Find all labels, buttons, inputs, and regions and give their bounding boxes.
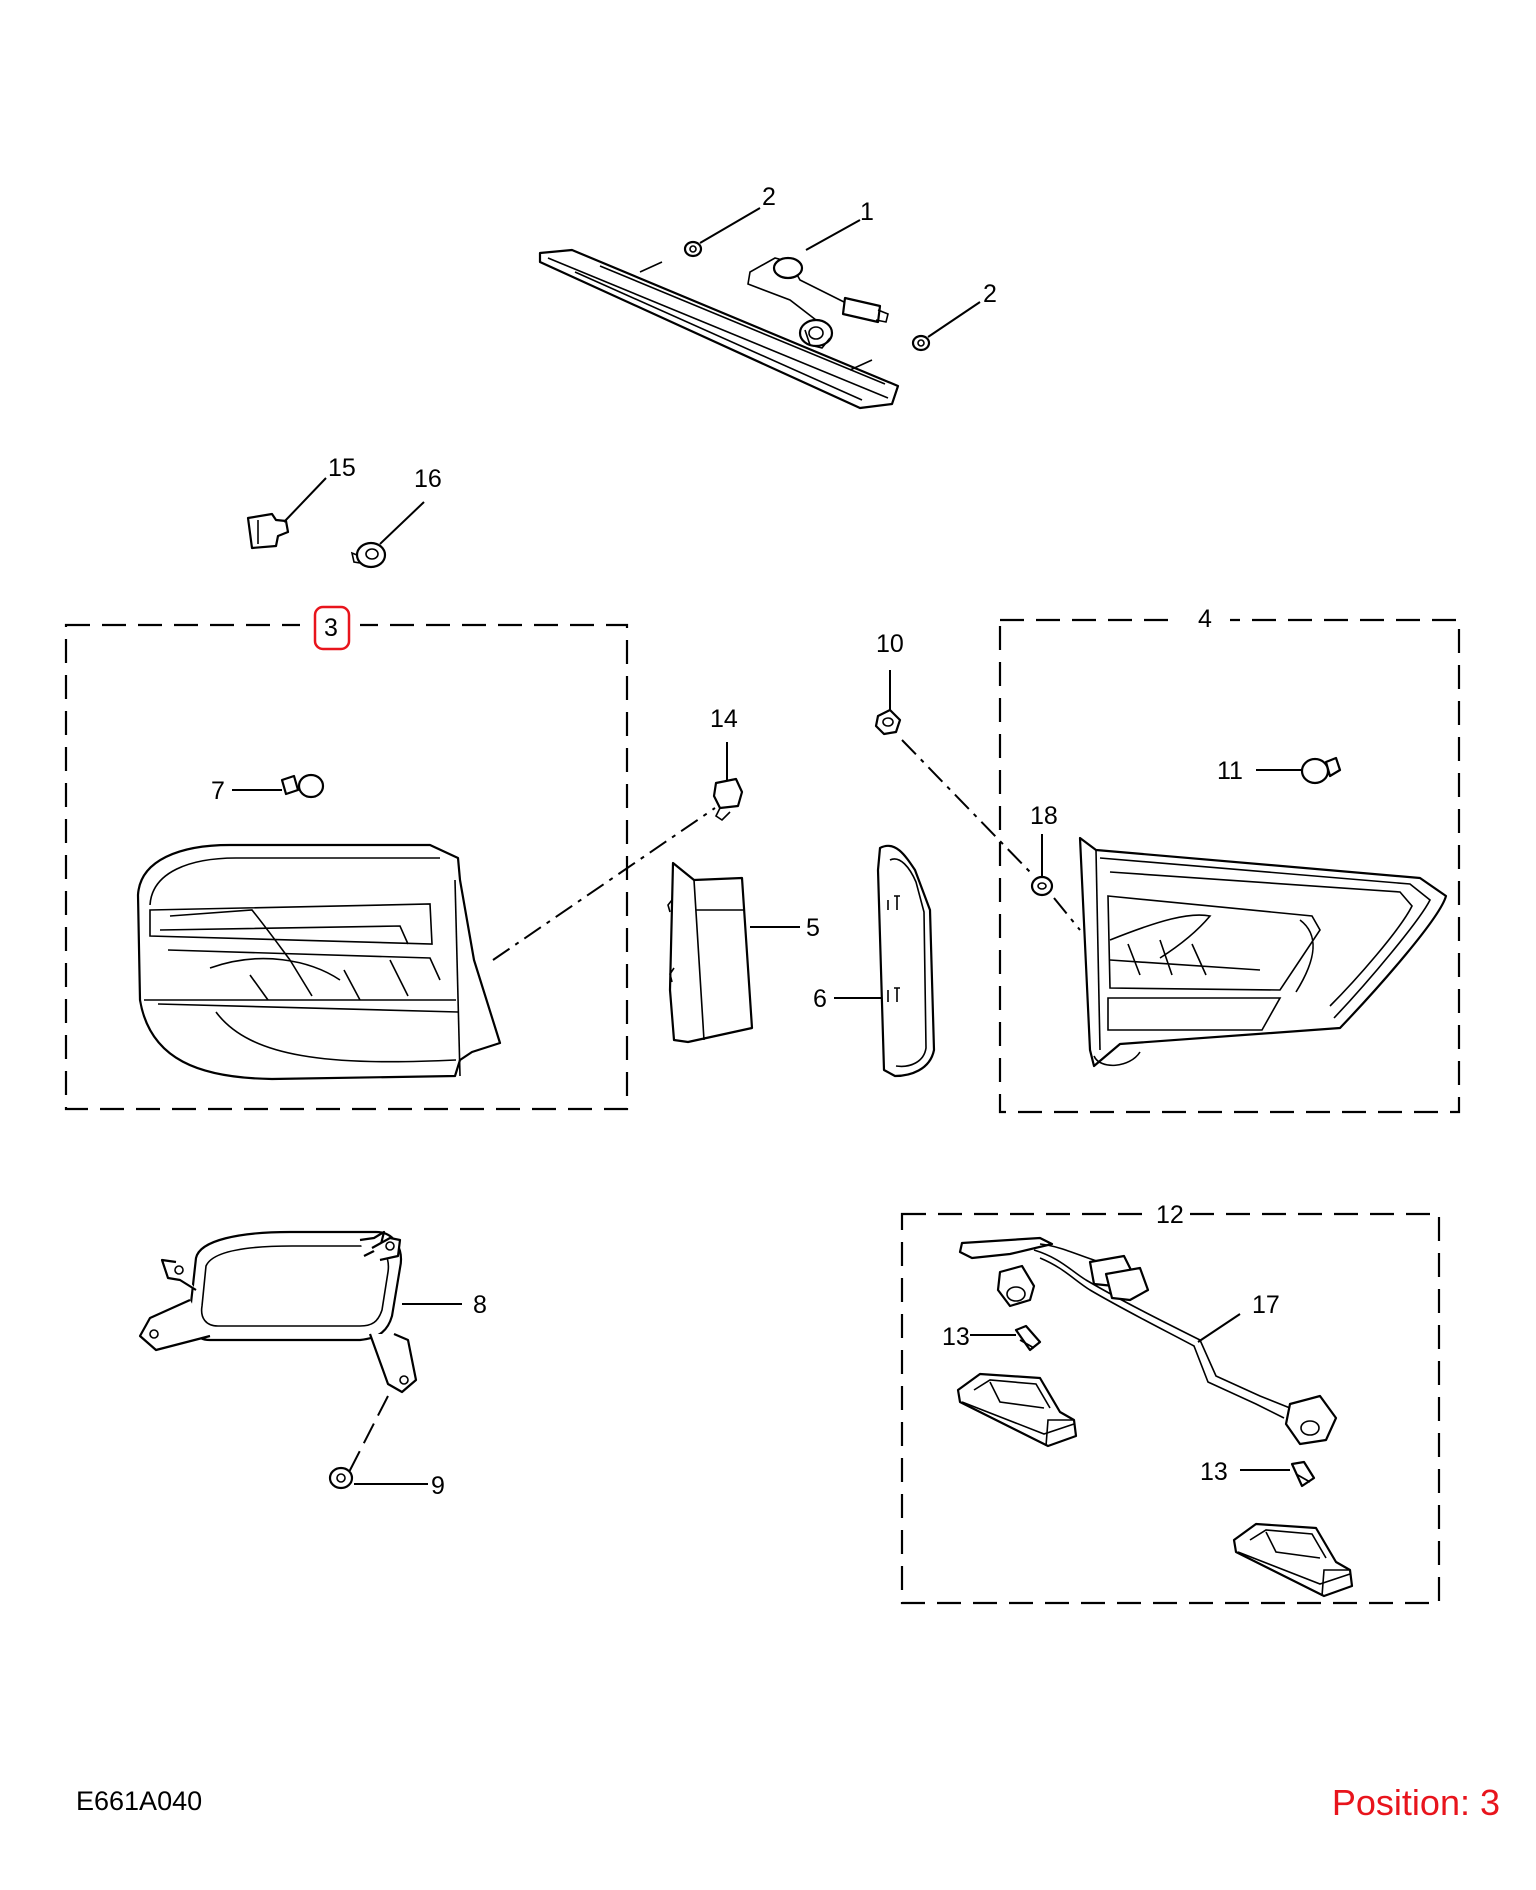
clip-16[interactable]: [350, 541, 387, 569]
bulb-7[interactable]: [280, 773, 325, 799]
trim-panel-6[interactable]: [876, 844, 936, 1078]
callout-18[interactable]: 18: [1030, 802, 1058, 830]
highlight-box-3: [313, 605, 351, 651]
callout-11[interactable]: 11: [1217, 757, 1243, 785]
clip-18[interactable]: [1030, 875, 1054, 897]
callout-4[interactable]: 4: [1198, 605, 1212, 633]
clip-10[interactable]: [874, 708, 902, 736]
nut-upper-right[interactable]: [911, 334, 931, 352]
trim-panel-5[interactable]: [667, 861, 754, 1044]
callout-8[interactable]: 8: [473, 1291, 487, 1319]
license-lamp-upper[interactable]: [956, 1372, 1078, 1448]
callout-1[interactable]: 1: [860, 198, 874, 226]
callout-13-upper[interactable]: 13: [942, 1323, 970, 1351]
tail-lamp-inner[interactable]: [1078, 836, 1448, 1068]
callout-14[interactable]: 14: [710, 705, 738, 733]
callout-10[interactable]: 10: [876, 630, 904, 658]
callout-5[interactable]: 5: [806, 914, 820, 942]
lamp-8[interactable]: [138, 1230, 418, 1394]
callout-6[interactable]: 6: [813, 985, 827, 1013]
bulb-11[interactable]: [1300, 756, 1342, 785]
tail-lamp-outer[interactable]: [136, 843, 502, 1081]
nut-9[interactable]: [328, 1466, 354, 1490]
nut-upper-left[interactable]: [683, 240, 703, 258]
bulb-13-upper[interactable]: [1014, 1324, 1042, 1352]
license-lamp-lower[interactable]: [1232, 1522, 1354, 1598]
callout-17[interactable]: 17: [1252, 1291, 1280, 1319]
callout-12[interactable]: 12: [1156, 1201, 1184, 1229]
callout-13-lower[interactable]: 13: [1200, 1458, 1228, 1486]
position-label: Position: 3: [1331, 1782, 1500, 1823]
callout-7[interactable]: 7: [211, 777, 225, 805]
callout-9[interactable]: 9: [431, 1472, 445, 1500]
high-mount-stop-lamp[interactable]: [538, 248, 900, 410]
clip-15[interactable]: [246, 512, 290, 550]
callout-3[interactable]: 3: [324, 614, 338, 642]
callout-2-lower[interactable]: 2: [983, 280, 997, 308]
box-3: [64, 623, 629, 1111]
callout-2-upper[interactable]: 2: [762, 183, 776, 211]
diagram-code: E661A040: [76, 1786, 203, 1816]
bulb-13-lower[interactable]: [1290, 1460, 1316, 1488]
wiring-harness-17[interactable]: [958, 1236, 1338, 1446]
callout-15[interactable]: 15: [328, 454, 356, 482]
screw-14[interactable]: [712, 777, 744, 822]
callout-16[interactable]: 16: [414, 465, 442, 493]
